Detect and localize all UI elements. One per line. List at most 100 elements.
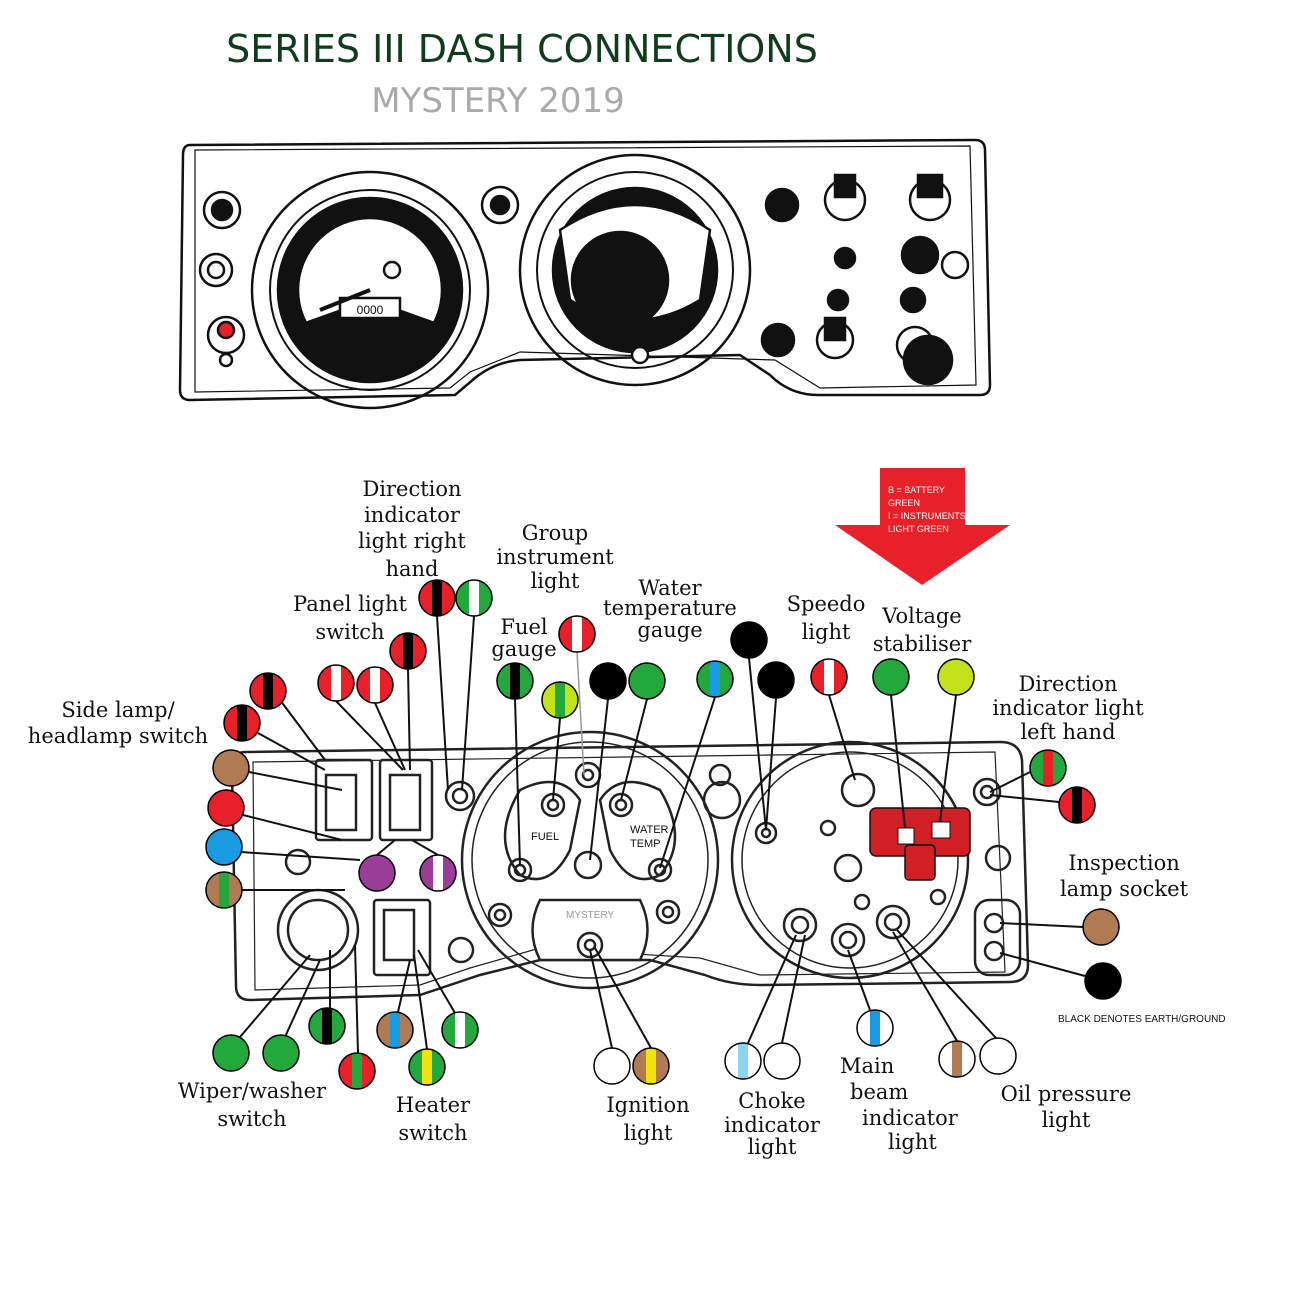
wire-dot-earth-1 xyxy=(589,662,627,700)
legend-line-2: GREEN xyxy=(888,498,920,508)
wire-dot-side-lamp-4 xyxy=(207,789,245,827)
wire-dot-choke-1 xyxy=(724,1042,762,1080)
label-line: indicator xyxy=(724,1113,821,1137)
wire-dot-dir-left-2 xyxy=(1058,786,1096,824)
wire-dot-side-lamp-6 xyxy=(205,871,243,909)
wire-dot-wiper-1 xyxy=(212,1034,250,1072)
label-line: hand xyxy=(385,557,438,581)
wire-dot-group-light xyxy=(558,615,596,653)
water-panel-label-2: TEMP xyxy=(630,838,661,850)
leader-line-water-temp-2 xyxy=(659,696,716,869)
label-line: gauge xyxy=(637,618,702,642)
wire-dot-fuel-gauge-1 xyxy=(496,662,534,700)
leader-line-wiper-4 xyxy=(354,944,359,1054)
leader-line-panel-switch-3 xyxy=(374,702,406,771)
label-line: lamp socket xyxy=(1060,877,1189,901)
wire-dot-wiper-2 xyxy=(262,1034,300,1072)
leader-line-earth-2 xyxy=(748,657,767,831)
legend-line-3: I = INSTRUMENTS xyxy=(888,511,966,521)
leader-line-choke-2 xyxy=(781,934,806,1044)
label-line: temperature xyxy=(603,596,737,620)
label-line: light xyxy=(624,1121,673,1145)
leader-line-side-lamp-3 xyxy=(248,771,343,791)
label-line: Direction xyxy=(1018,672,1117,696)
wire-dot-purple-1 xyxy=(358,854,396,892)
leader-line-wiper-1 xyxy=(239,954,311,1038)
wire-dot-stabiliser-i xyxy=(937,658,975,696)
leader-line-ignition-2 xyxy=(594,947,652,1049)
leader-line-purple-1 xyxy=(376,839,396,856)
label-line: Side lamp/ xyxy=(61,698,175,722)
leader-line-purple-2 xyxy=(411,839,439,856)
label-line: Water xyxy=(638,576,702,600)
label-line: stabiliser xyxy=(873,632,973,656)
label-line: switch xyxy=(315,620,384,644)
wire-dot-fuel-gauge-2 xyxy=(541,681,579,719)
wire-dot-panel-switch-2 xyxy=(317,664,355,702)
leader-line-panel-switch-2 xyxy=(335,700,404,771)
label-voltage-stabiliser: Voltage stabiliser xyxy=(873,604,973,656)
label-line: light xyxy=(531,569,580,593)
label-side-lamp-headlamp-switch: Side lamp/headlamp switch xyxy=(28,698,208,748)
wire-dots xyxy=(205,579,1122,1090)
leader-line-dir-right-1 xyxy=(436,615,449,791)
leader-line-choke-1 xyxy=(747,934,797,1044)
label-line: Main xyxy=(840,1054,894,1078)
back-panel xyxy=(230,730,1030,1002)
leader-line-speedo-light xyxy=(828,694,856,781)
label-line: instrument xyxy=(496,545,614,569)
legend-arrow: B = BATTERY GREEN I = INSTRUMENTS LIGHT … xyxy=(835,468,1010,585)
label-line: Voltage xyxy=(881,604,961,628)
wire-dot-wiper-3 xyxy=(308,1007,346,1045)
label-line: Speedo xyxy=(787,592,866,616)
leader-line-side-lamp-5 xyxy=(240,851,361,861)
leader-line-side-lamp-1 xyxy=(279,699,326,761)
label-line: light xyxy=(802,620,851,644)
label-line: light xyxy=(748,1135,797,1159)
wire-dot-wiper-4 xyxy=(338,1052,376,1090)
wire-dot-earth-3 xyxy=(757,661,795,699)
wire-dot-inspection-2 xyxy=(1084,962,1122,1000)
leader-line-side-lamp-2 xyxy=(257,732,326,771)
leader-line-fuel-gauge-1 xyxy=(514,698,521,866)
wire-dot-panel-switch-1 xyxy=(389,632,427,670)
leader-line-oil-2 xyxy=(896,929,997,1039)
diagram-subtitle: MYSTERY 2019 xyxy=(371,81,625,121)
label-line: indicator xyxy=(364,503,461,527)
dashboard-illustration: 0000 80 90 xyxy=(178,138,992,410)
fuel-panel-label: FUEL xyxy=(531,831,559,843)
label-line: indicator light xyxy=(992,696,1144,720)
wire-dot-heater-1 xyxy=(376,1011,414,1049)
label-line: left hand xyxy=(1020,720,1115,744)
leader-line-inspection-2 xyxy=(999,952,1086,977)
leader-lines xyxy=(239,615,1086,1054)
label-speedo-light: Speedo light xyxy=(787,592,866,644)
label-line: indicator xyxy=(862,1106,959,1130)
wire-dot-ignition-1 xyxy=(593,1047,631,1085)
diagram-title: SERIES III DASH CONNECTIONS xyxy=(226,27,818,71)
wire-dot-dir-right-2 xyxy=(455,579,493,617)
wire-dot-heater-3 xyxy=(441,1011,479,1049)
wire-dot-dir-right-1 xyxy=(418,579,456,617)
leader-line-dir-left-2 xyxy=(989,794,1060,803)
label-line: light right xyxy=(358,529,466,553)
leader-line-oil-1 xyxy=(892,931,958,1042)
leader-line-earth-3 xyxy=(765,697,777,831)
label-line: switch xyxy=(217,1107,286,1131)
leader-line-water-temp-1 xyxy=(620,698,648,801)
leader-line-fuel-gauge-2 xyxy=(552,717,561,801)
mystery-panel-label: MYSTERY xyxy=(566,910,614,921)
leader-line-heater-2 xyxy=(413,954,428,1050)
svg-text:90: 90 xyxy=(436,312,452,328)
